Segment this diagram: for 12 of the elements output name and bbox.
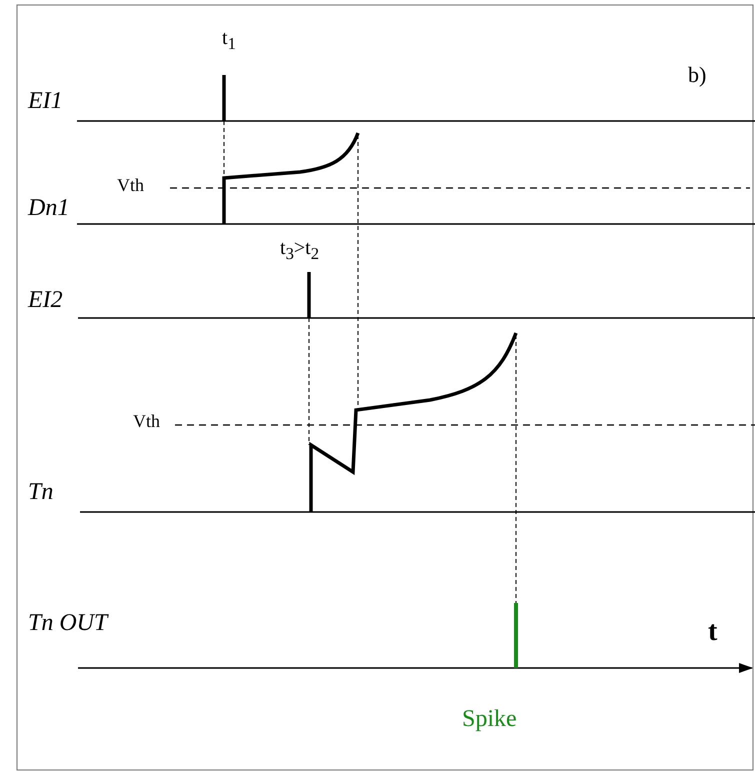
signal-label: Dn1 xyxy=(28,196,70,220)
spike-label: Spike xyxy=(462,707,517,731)
signal-label: Tn xyxy=(28,480,54,504)
threshold-label: Vth xyxy=(117,176,144,194)
time-marker: t$_{1}$ xyxy=(222,28,236,53)
signal-label: Tn OUT xyxy=(28,611,108,635)
signal-label: EI1 xyxy=(28,89,63,113)
signal-label: EI2 xyxy=(28,288,63,312)
threshold-label: Vth xyxy=(133,412,160,430)
axis-label: t xyxy=(708,618,718,646)
panel-label: b) xyxy=(688,64,706,86)
time-marker: t$_{3}$>t$_{2}$ xyxy=(280,238,320,263)
